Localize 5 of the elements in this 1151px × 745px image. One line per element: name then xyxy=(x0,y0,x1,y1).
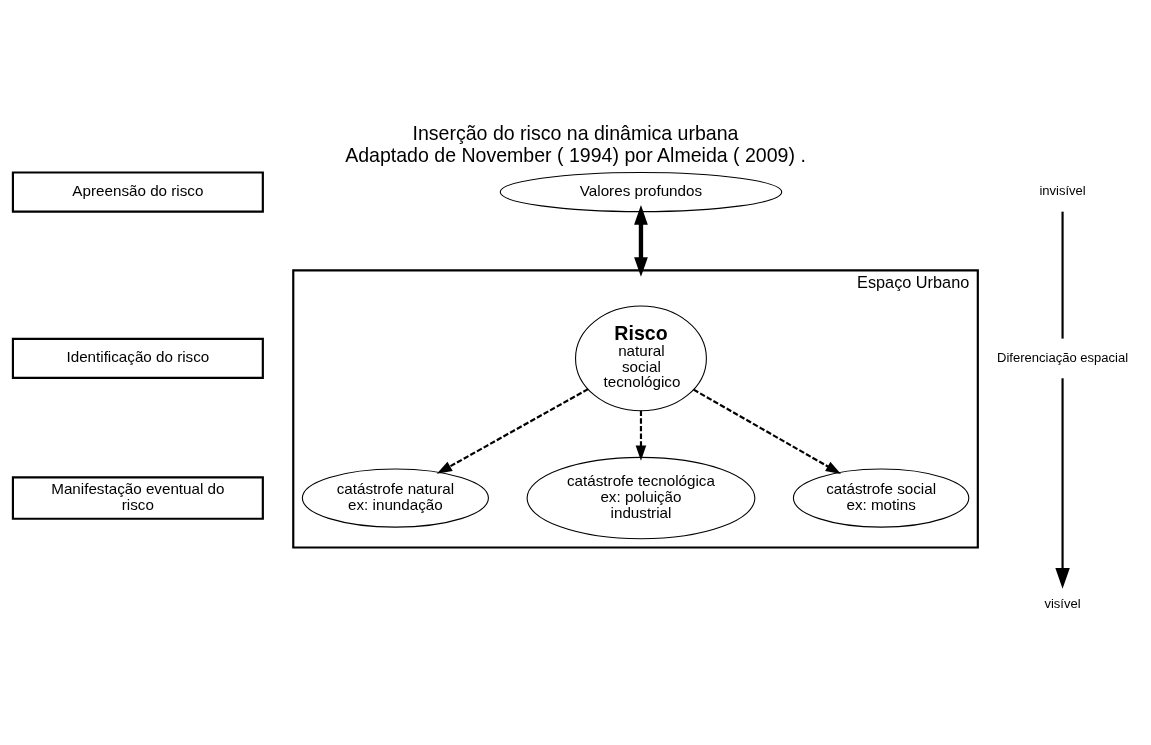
label: invisível xyxy=(1039,183,1086,199)
caption: Adaptado de November ( 1994) por Almeida ( 2009) . xyxy=(345,144,806,167)
label: Diferenciação espacial xyxy=(997,349,1129,365)
label: visível xyxy=(1044,596,1081,612)
diagram-title: Inserção do risco na dinâmica urbana xyxy=(412,122,739,145)
